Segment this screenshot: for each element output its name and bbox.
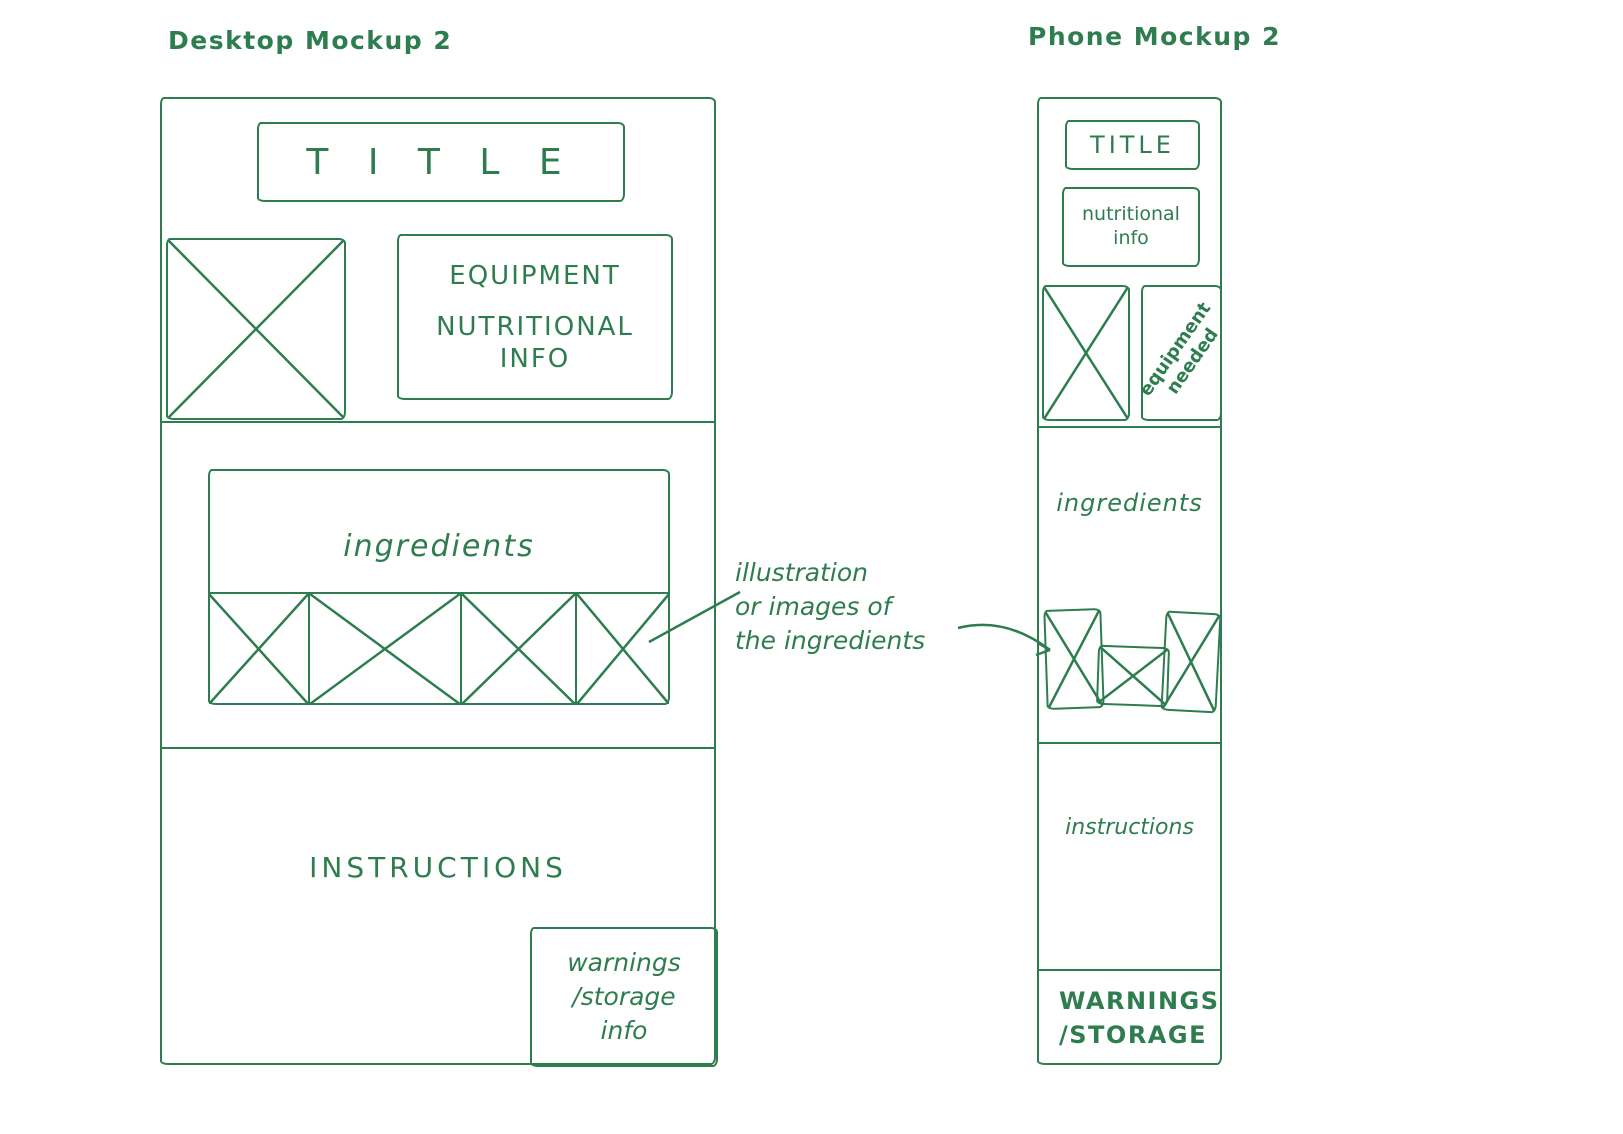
phone-instructions-label: instructions xyxy=(1065,815,1194,840)
desktop-title-label: T I T L E xyxy=(306,141,576,183)
ingredients-annotation-note: illustration or images of the ingredient… xyxy=(735,558,926,655)
phone-mockup-frame: TITLE nutritional info equipment needed … xyxy=(1037,97,1222,1065)
image-x-icon xyxy=(461,594,575,704)
phone-ingredients-label: ingredients xyxy=(1056,489,1203,517)
phone-title-box: TITLE xyxy=(1065,120,1200,170)
desktop-equipment-nutrition-box: EQUIPMENT NUTRITIONAL INFO xyxy=(397,234,673,400)
phone-title-label: TITLE xyxy=(1090,131,1175,159)
phone-warnings-storage-label: WARNINGS /STORAGE xyxy=(1059,987,1220,1049)
image-x-icon xyxy=(209,594,309,704)
phone-mockup-heading: Phone Mockup 2 xyxy=(1028,22,1282,51)
phone-nutritional-label: nutritional info xyxy=(1082,203,1180,249)
ingredient-image-placeholder xyxy=(576,594,669,704)
phone-section-divider-3 xyxy=(1039,969,1220,971)
desktop-hero-image-placeholder xyxy=(166,238,346,420)
phone-nutritional-info-box: nutritional info xyxy=(1062,187,1200,267)
phone-section-divider-1 xyxy=(1039,426,1220,428)
image-x-icon xyxy=(168,240,344,418)
desktop-equipment-label: EQUIPMENT xyxy=(449,261,621,291)
image-x-icon xyxy=(1098,646,1168,706)
phone-equipment-label: equipment needed xyxy=(1141,298,1222,401)
phone-ingredient-image-cluster xyxy=(1043,604,1222,714)
desktop-instructions-label: INSTRUCTIONS xyxy=(309,851,567,884)
ingredient-image-placeholder xyxy=(209,594,311,704)
image-x-icon xyxy=(1044,287,1128,419)
desktop-section-divider-bottom xyxy=(162,747,714,749)
ingredient-image-placeholder xyxy=(1160,610,1222,714)
desktop-ingredients-box: ingredients xyxy=(208,469,670,705)
desktop-nutritional-label: NUTRITIONAL INFO xyxy=(436,311,634,375)
ingredient-image-placeholder xyxy=(310,594,462,704)
desktop-warnings-storage-box: warnings /storage info xyxy=(530,927,718,1067)
ingredient-image-placeholder xyxy=(461,594,577,704)
image-x-icon xyxy=(1162,612,1220,712)
ingredient-image-placeholder xyxy=(1095,644,1171,708)
image-x-icon xyxy=(310,594,460,704)
image-x-icon xyxy=(576,594,669,704)
desktop-mockup-heading: Desktop Mockup 2 xyxy=(168,26,453,55)
phone-equipment-needed-box: equipment needed xyxy=(1141,285,1222,421)
phone-hero-image-placeholder xyxy=(1042,285,1130,421)
desktop-section-divider-top xyxy=(162,421,714,423)
ingredient-image-placeholder xyxy=(1043,608,1105,710)
phone-section-divider-2 xyxy=(1039,742,1220,744)
desktop-warnings-label: warnings /storage info xyxy=(567,948,681,1045)
desktop-ingredient-image-row xyxy=(209,592,669,704)
desktop-ingredients-label: ingredients xyxy=(343,529,535,564)
desktop-mockup-frame: T I T L E EQUIPMENT NUTRITIONAL INFO ing… xyxy=(160,97,718,1067)
desktop-title-box: T I T L E xyxy=(257,122,625,202)
image-x-icon xyxy=(1045,610,1103,708)
